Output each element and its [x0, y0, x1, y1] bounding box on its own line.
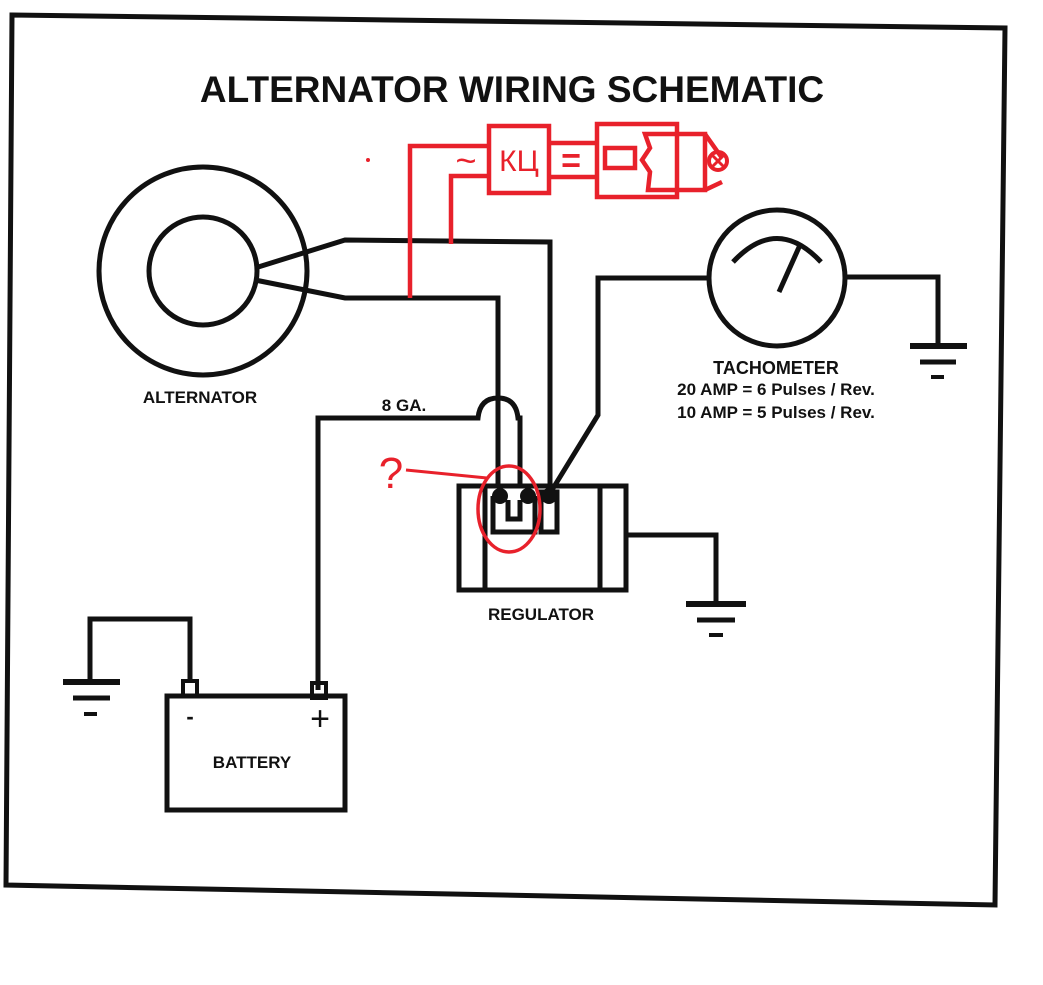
page-frame	[3, 12, 1008, 908]
wire-battery-ground	[87, 616, 193, 682]
relay-coil	[602, 145, 638, 171]
red-wire-ac-1	[407, 143, 489, 298]
diagram-title: ALTERNATOR WIRING SCHEMATIC	[200, 69, 824, 110]
ground-symbol-battery	[63, 679, 120, 716]
question-highlight-circle	[476, 464, 542, 554]
battery-label: BATTERY	[213, 753, 292, 772]
wire-alternator-lower	[254, 277, 501, 485]
alternator-symbol	[96, 164, 310, 378]
dc-symbol: =	[561, 142, 581, 180]
relay-switch	[639, 131, 708, 193]
wire-regulator-ground	[626, 532, 719, 603]
wire-gauge-label: 8 GA.	[382, 396, 426, 415]
rectifier-box	[486, 123, 552, 196]
wire-tach-ground	[845, 274, 941, 345]
tachometer-label: TACHOMETER	[713, 358, 839, 378]
wire-tach-signal	[549, 275, 709, 492]
ground-symbol-regulator	[686, 601, 746, 637]
red-dot	[366, 158, 370, 162]
tachometer-symbol	[706, 207, 848, 349]
battery-negative-sign: -	[186, 704, 193, 729]
relay-box	[594, 121, 680, 200]
regulator-label: REGULATOR	[488, 605, 594, 624]
ac-symbol: ~	[455, 140, 476, 181]
ground-symbol-tach	[910, 343, 967, 379]
tachometer-note-10amp: 10 AMP = 5 Pulses / Rev.	[677, 403, 875, 422]
red-wire-ac-2	[448, 173, 489, 244]
question-mark: ?	[379, 449, 403, 498]
regulator-terminals	[490, 488, 560, 535]
red-annotation-overlay	[407, 121, 724, 298]
battery-positive-sign: +	[310, 700, 330, 738]
wire-8ga	[315, 395, 523, 690]
wire-alternator-upper	[254, 237, 553, 485]
lamp-icon	[707, 150, 729, 172]
question-pointer	[405, 468, 488, 480]
rectifier-label: КЦ	[499, 145, 539, 178]
tachometer-note-20amp: 20 AMP = 6 Pulses / Rev.	[677, 380, 875, 399]
alternator-label: ALTERNATOR	[143, 388, 257, 407]
